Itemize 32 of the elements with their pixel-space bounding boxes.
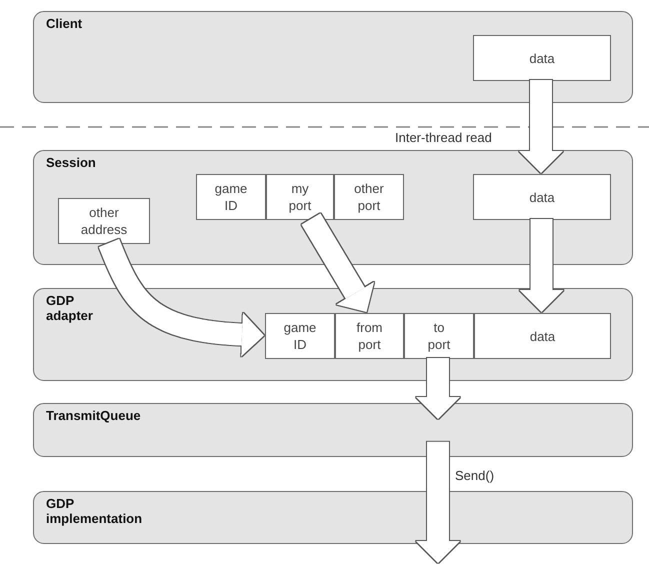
field-cell — [335, 313, 404, 359]
field-label: from port — [356, 319, 384, 353]
layer-band — [33, 150, 633, 265]
field-label: other address — [80, 204, 128, 238]
field-label: data — [530, 328, 556, 344]
field-cell — [334, 174, 404, 220]
layer-title: GDP adapter — [46, 293, 94, 323]
layer-title: GDP implementation — [46, 496, 144, 526]
field-cell — [473, 174, 611, 220]
layer-title: TransmitQueue — [46, 408, 141, 423]
field-label: to port — [426, 319, 452, 353]
field-label: data — [529, 188, 555, 206]
field-label: game ID — [282, 319, 318, 353]
field-cell — [404, 313, 474, 359]
field-cell — [474, 313, 611, 359]
layer-title: Session — [46, 155, 96, 170]
field-label: my port — [288, 180, 312, 214]
field-cell — [266, 174, 334, 220]
field-label: game ID — [214, 180, 248, 214]
layer-band — [33, 288, 633, 381]
field-cell — [196, 174, 266, 220]
layer-band — [33, 491, 633, 544]
field-label: other port — [353, 180, 385, 214]
field-cell — [473, 35, 611, 81]
edge-label: Send() — [453, 468, 496, 483]
layer-band — [33, 11, 633, 103]
edge-label: Inter-thread read — [393, 130, 494, 145]
field-cell — [265, 313, 335, 359]
field-cell — [58, 198, 150, 244]
layer-title: Client — [46, 16, 82, 31]
layer-band — [33, 403, 633, 457]
field-label: data — [529, 50, 555, 66]
